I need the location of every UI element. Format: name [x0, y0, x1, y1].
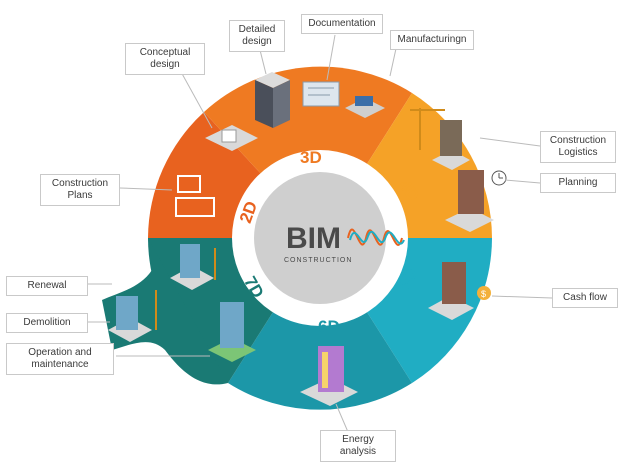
tower-icon: [445, 170, 494, 232]
callout-energy-analysis: Energy analysis: [320, 430, 396, 462]
operation-building-icon: [208, 302, 256, 362]
coin-icon: $: [477, 286, 491, 300]
callout-manufacturing: Manufacturingn: [390, 30, 474, 50]
connector-lines: [88, 34, 553, 433]
logo-wave-icon: [347, 228, 403, 246]
callout-documentation: Documentation: [301, 14, 383, 34]
floor-plan-icon: [175, 175, 215, 217]
callout-conceptual-design: Conceptual design: [125, 43, 205, 75]
clock-icon: [491, 170, 507, 186]
ring-tail-7d: [102, 238, 228, 385]
callout-planning: Planning: [540, 173, 616, 193]
conceptual-design-icon: [205, 125, 258, 151]
dim-label-6d: 6D: [318, 317, 340, 336]
callout-renewal: Renewal: [6, 276, 88, 296]
blueprint-icon: [302, 81, 340, 107]
hub: [254, 172, 386, 304]
callout-detailed-design: Detailed design: [229, 20, 285, 52]
callout-demolition: Demolition: [6, 313, 88, 333]
callout-construction-plans: Construction Plans: [40, 174, 120, 206]
svg-text:$: $: [481, 289, 486, 299]
callout-cash-flow: Cash flow: [552, 288, 618, 308]
logo-subtext: CONSTRUCTION: [284, 257, 352, 264]
callout-construction-logistics: Construction Logistics: [540, 131, 616, 163]
energy-building-icon: [300, 346, 358, 406]
callout-operation-maintenance: Operation and maintenance: [6, 343, 114, 375]
construction-tower-icon: [428, 262, 474, 320]
dim-label-3d: 3D: [300, 148, 322, 167]
logo-text: BIM: [286, 222, 341, 255]
building-icon: [255, 72, 290, 128]
factory-icon: [345, 96, 385, 118]
demolition-building-icon: [108, 290, 157, 342]
renewal-building-icon: [170, 244, 216, 290]
crane-icon: [410, 108, 470, 170]
